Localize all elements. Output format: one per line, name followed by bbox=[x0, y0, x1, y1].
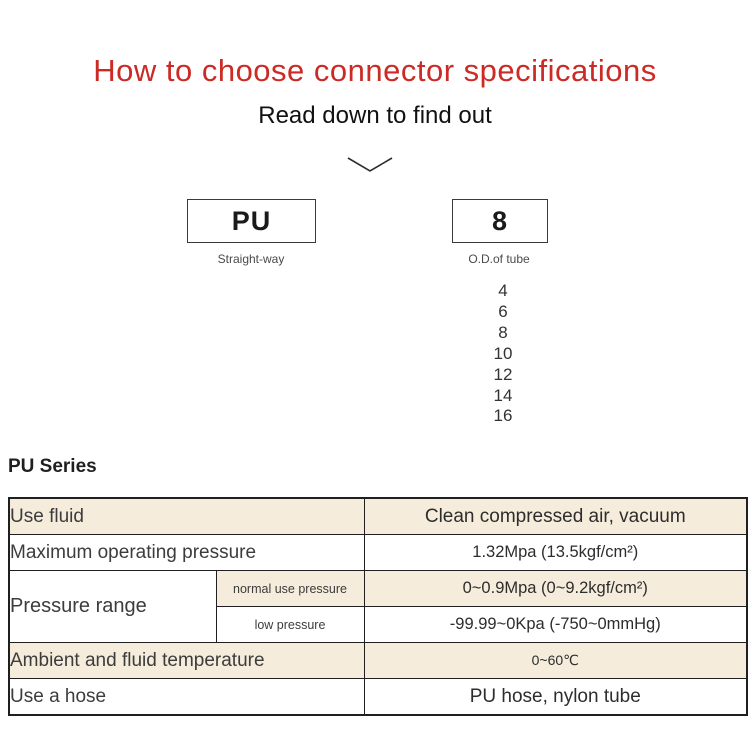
model-code: PU bbox=[231, 205, 272, 236]
tube-size-option: 16 bbox=[493, 406, 513, 426]
row-label-max-pressure: Maximum operating pressure bbox=[8, 534, 365, 571]
table-row-hose: Use a hose PU hose, nylon tube bbox=[8, 678, 748, 716]
series-heading: PU Series bbox=[8, 456, 97, 477]
row-label-hose: Use a hose bbox=[8, 678, 365, 716]
row-label-use-fluid: Use fluid bbox=[8, 497, 365, 535]
table-row-use-fluid: Use fluid Clean compressed air, vacuum bbox=[8, 497, 748, 535]
tube-size-option: 10 bbox=[493, 343, 513, 363]
row-value-use-fluid: Clean compressed air, vacuum bbox=[363, 497, 748, 535]
tube-size-option: 6 bbox=[498, 301, 508, 321]
table-row-pressure-range-normal: Pressure range normal use pressure 0~0.9… bbox=[8, 570, 748, 643]
table-row-temperature: Ambient and fluid temperature 0~60℃ bbox=[8, 642, 748, 679]
sub-label-low-pressure: low pressure bbox=[215, 606, 365, 643]
row-value-low-pressure: -99.99~0Kpa (-750~0mmHg) bbox=[363, 606, 748, 643]
page-title: How to choose connector specifications bbox=[93, 53, 657, 88]
tube-size-options-list: 4 6 8 10 12 14 16 bbox=[443, 281, 563, 427]
model-code-box: PU bbox=[187, 199, 316, 243]
tube-size-option: 12 bbox=[493, 364, 513, 384]
row-value-normal-use-pressure: 0~0.9Mpa (0~9.2kgf/cm²) bbox=[363, 570, 748, 607]
tube-size-box: 8 bbox=[452, 199, 548, 243]
tube-size-caption: O.D.of tube bbox=[468, 252, 530, 266]
table-row-max-pressure: Maximum operating pressure 1.32Mpa (13.5… bbox=[8, 534, 748, 571]
chevron-down-icon bbox=[347, 157, 393, 172]
tube-size-option: 8 bbox=[498, 322, 508, 342]
row-value-max-pressure: 1.32Mpa (13.5kgf/cm²) bbox=[363, 534, 748, 571]
tube-size-code: 8 bbox=[491, 205, 509, 236]
sub-label-normal-use-pressure: normal use pressure bbox=[215, 570, 365, 607]
row-label-pressure-range: Pressure range bbox=[8, 570, 217, 643]
row-label-temperature: Ambient and fluid temperature bbox=[8, 642, 365, 679]
spec-table: Use fluid Clean compressed air, vacuum M… bbox=[8, 497, 749, 716]
tube-size-option: 14 bbox=[493, 385, 513, 405]
tube-size-option: 4 bbox=[498, 281, 508, 300]
table-row-pressure-range-low: low pressure -99.99~0Kpa (-750~0mmHg) bbox=[9, 606, 748, 643]
model-caption: Straight-way bbox=[217, 252, 285, 266]
row-value-temperature: 0~60℃ bbox=[363, 642, 748, 679]
page-subtitle: Read down to find out bbox=[258, 102, 492, 129]
row-value-hose: PU hose, nylon tube bbox=[363, 678, 748, 716]
